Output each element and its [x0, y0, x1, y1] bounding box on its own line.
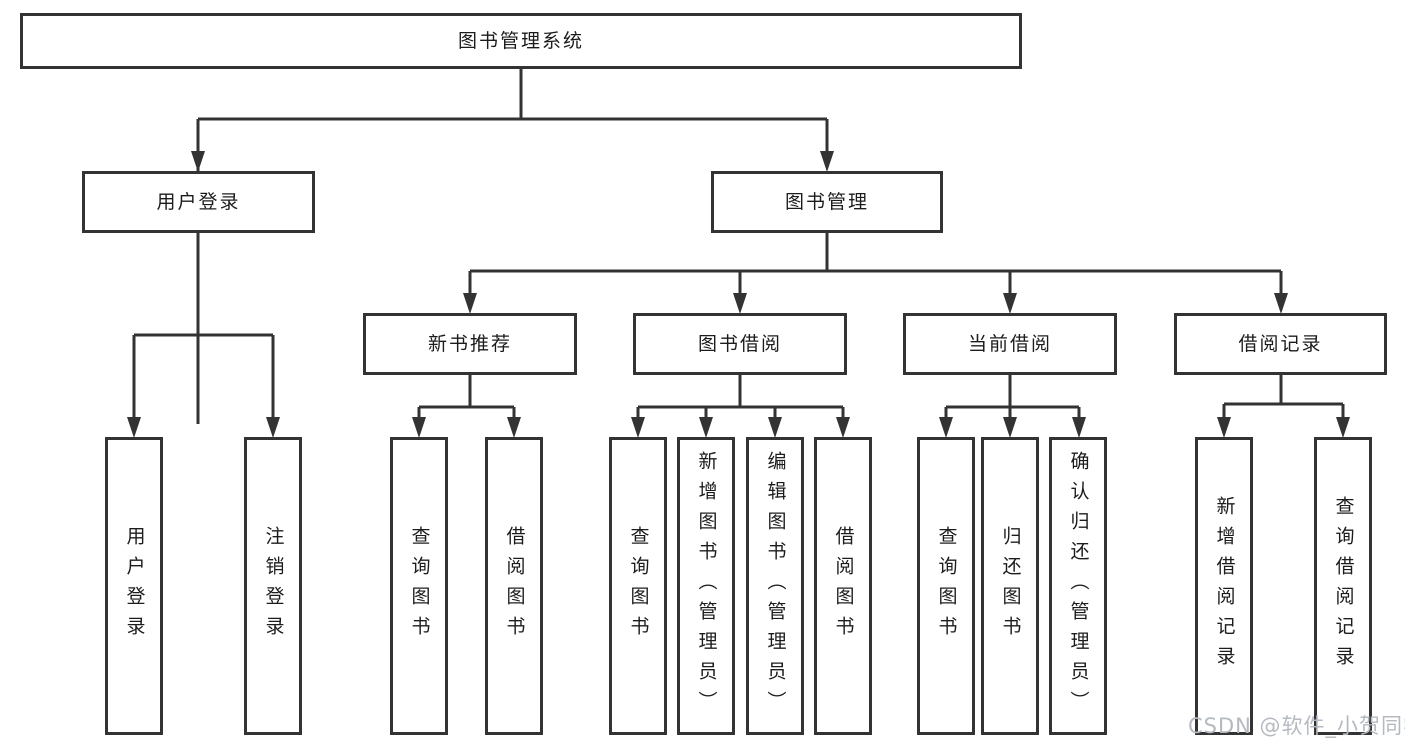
node-leaf-query-books-3-label: 查询图书 [935, 526, 958, 646]
arrowhead [699, 417, 713, 438]
arrowhead [191, 151, 205, 172]
connector-root [196, 68, 829, 424]
node-leaf-user-login-label: 用户登录 [123, 526, 146, 646]
node-borrow-records: 借阅记录 [1174, 313, 1387, 375]
node-leaf-return-books-label: 归还图书 [999, 526, 1022, 646]
node-leaf-logout-label: 注销登录 [262, 526, 285, 646]
node-leaf-add-books-admin: 新增图书（管理员） [677, 437, 735, 735]
node-current-borrow-label: 当前借阅 [967, 332, 1052, 355]
node-leaf-query-borrow-record: 查询借阅记录 [1314, 437, 1372, 735]
connector-borrow-records-branch [1222, 374, 1345, 424]
node-root-system: 图书管理系统 [20, 13, 1022, 69]
arrowhead [507, 417, 521, 438]
node-leaf-borrow-books-1: 借阅图书 [485, 437, 543, 735]
node-leaf-query-books-1: 查询图书 [390, 437, 448, 735]
node-leaf-return-books: 归还图书 [981, 437, 1039, 735]
node-leaf-user-login: 用户登录 [105, 437, 163, 735]
node-leaf-query-books-2: 查询图书 [609, 437, 667, 735]
node-leaf-query-books-2-label: 查询图书 [627, 526, 650, 646]
node-leaf-query-books-1-label: 查询图书 [408, 526, 431, 646]
connector-book-mgmt-branch [468, 232, 1283, 300]
node-leaf-borrow-books-2-label: 借阅图书 [832, 526, 855, 646]
arrowhead [1336, 417, 1350, 438]
node-leaf-edit-books-admin-label: 编辑图书（管理员） [764, 451, 787, 721]
connector-new-book-branch [417, 374, 516, 424]
arrowhead [1274, 293, 1288, 314]
node-leaf-confirm-return-admin: 确认归还（管理员） [1049, 437, 1107, 735]
connector-current-borrow-branch [944, 374, 1081, 424]
arrowhead [733, 293, 747, 314]
arrowhead [266, 417, 280, 438]
node-leaf-query-borrow-record-label: 查询借阅记录 [1332, 496, 1355, 676]
node-book-borrow: 图书借阅 [633, 313, 847, 375]
arrowhead [1072, 417, 1086, 438]
node-leaf-query-books-3: 查询图书 [917, 437, 975, 735]
node-new-book-recommend-label: 新书推荐 [427, 332, 512, 355]
node-leaf-add-borrow-record: 新增借阅记录 [1195, 437, 1253, 735]
node-leaf-add-borrow-record-label: 新增借阅记录 [1213, 496, 1236, 676]
node-book-management-label: 图书管理 [784, 190, 869, 213]
node-book-management: 图书管理 [711, 171, 943, 233]
arrowhead [939, 417, 953, 438]
arrowhead [820, 151, 834, 172]
node-root-system-label: 图书管理系统 [457, 29, 584, 52]
arrowhead [1003, 293, 1017, 314]
node-current-borrow: 当前借阅 [903, 313, 1117, 375]
arrowhead [127, 417, 141, 438]
node-book-borrow-label: 图书借阅 [697, 332, 782, 355]
arrowhead [768, 417, 782, 438]
node-new-book-recommend: 新书推荐 [363, 313, 577, 375]
arrowhead [1003, 417, 1017, 438]
arrowhead [631, 417, 645, 438]
node-leaf-borrow-books-2: 借阅图书 [814, 437, 872, 735]
node-user-login-label: 用户登录 [156, 190, 241, 213]
node-leaf-borrow-books-1-label: 借阅图书 [503, 526, 526, 646]
node-borrow-records-label: 借阅记录 [1238, 332, 1323, 355]
node-leaf-confirm-return-admin-label: 确认归还（管理员） [1067, 451, 1090, 721]
node-leaf-add-books-admin-label: 新增图书（管理员） [695, 451, 718, 721]
arrowhead [412, 417, 426, 438]
connector-book-borrow-branch [636, 374, 845, 424]
node-leaf-logout: 注销登录 [244, 437, 302, 735]
arrowhead [1217, 417, 1231, 438]
arrowhead [463, 293, 477, 314]
node-leaf-edit-books-admin: 编辑图书（管理员） [746, 437, 804, 735]
csdn-watermark: CSDN @软件_小贺同学 [1188, 714, 1405, 738]
arrowhead [836, 417, 850, 438]
connector-user-login-branch [132, 232, 275, 424]
node-user-login: 用户登录 [82, 171, 315, 233]
